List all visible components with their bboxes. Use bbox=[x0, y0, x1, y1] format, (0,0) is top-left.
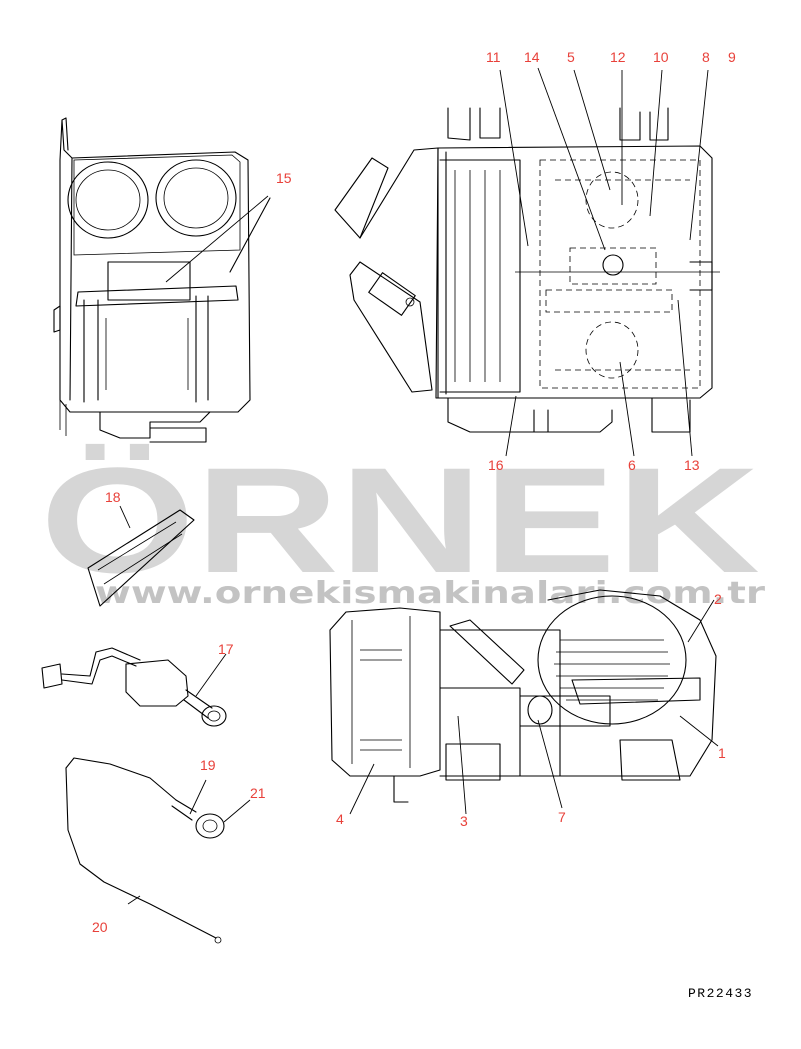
callout-12: 12 bbox=[610, 49, 626, 65]
callout-17: 17 bbox=[218, 641, 234, 657]
callout-16: 16 bbox=[488, 457, 504, 473]
watermark: ÖRNEK www.ornekismakinalari.com.tr bbox=[40, 436, 765, 611]
callout-6: 6 bbox=[628, 457, 636, 473]
callout-20: 20 bbox=[92, 919, 108, 935]
callout-2: 2 bbox=[714, 591, 722, 607]
callout-7: 7 bbox=[558, 809, 566, 825]
part-19-20-21-cable-knob bbox=[65, 757, 251, 944]
callout-4: 4 bbox=[336, 811, 344, 827]
part-17-switch bbox=[41, 647, 227, 727]
callout-14: 14 bbox=[524, 49, 540, 65]
callout-10: 10 bbox=[653, 49, 669, 65]
callouts: 15 11 14 5 12 10 8 9 16 6 13 18 2 17 1 1… bbox=[92, 49, 736, 935]
drawing-code: PR22433 bbox=[688, 986, 753, 1001]
watermark-url: www.ornekismakinalari.com.tr bbox=[95, 576, 765, 611]
watermark-brand: ÖRNEK bbox=[40, 436, 760, 604]
callout-15: 15 bbox=[276, 170, 292, 186]
callout-3: 3 bbox=[460, 813, 468, 829]
callout-11: 11 bbox=[486, 49, 501, 65]
callout-9: 9 bbox=[728, 49, 736, 65]
callout-1: 1 bbox=[718, 745, 726, 761]
callout-8: 8 bbox=[702, 49, 710, 65]
top-view-unit bbox=[334, 67, 720, 457]
callout-19: 19 bbox=[200, 757, 216, 773]
callout-5: 5 bbox=[567, 49, 575, 65]
callout-18: 18 bbox=[105, 489, 121, 505]
callout-21: 21 bbox=[250, 785, 266, 801]
main-heater-assembly bbox=[329, 589, 719, 815]
callout-13: 13 bbox=[684, 457, 700, 473]
front-view-unit bbox=[53, 117, 271, 443]
part-18-label bbox=[87, 505, 195, 607]
